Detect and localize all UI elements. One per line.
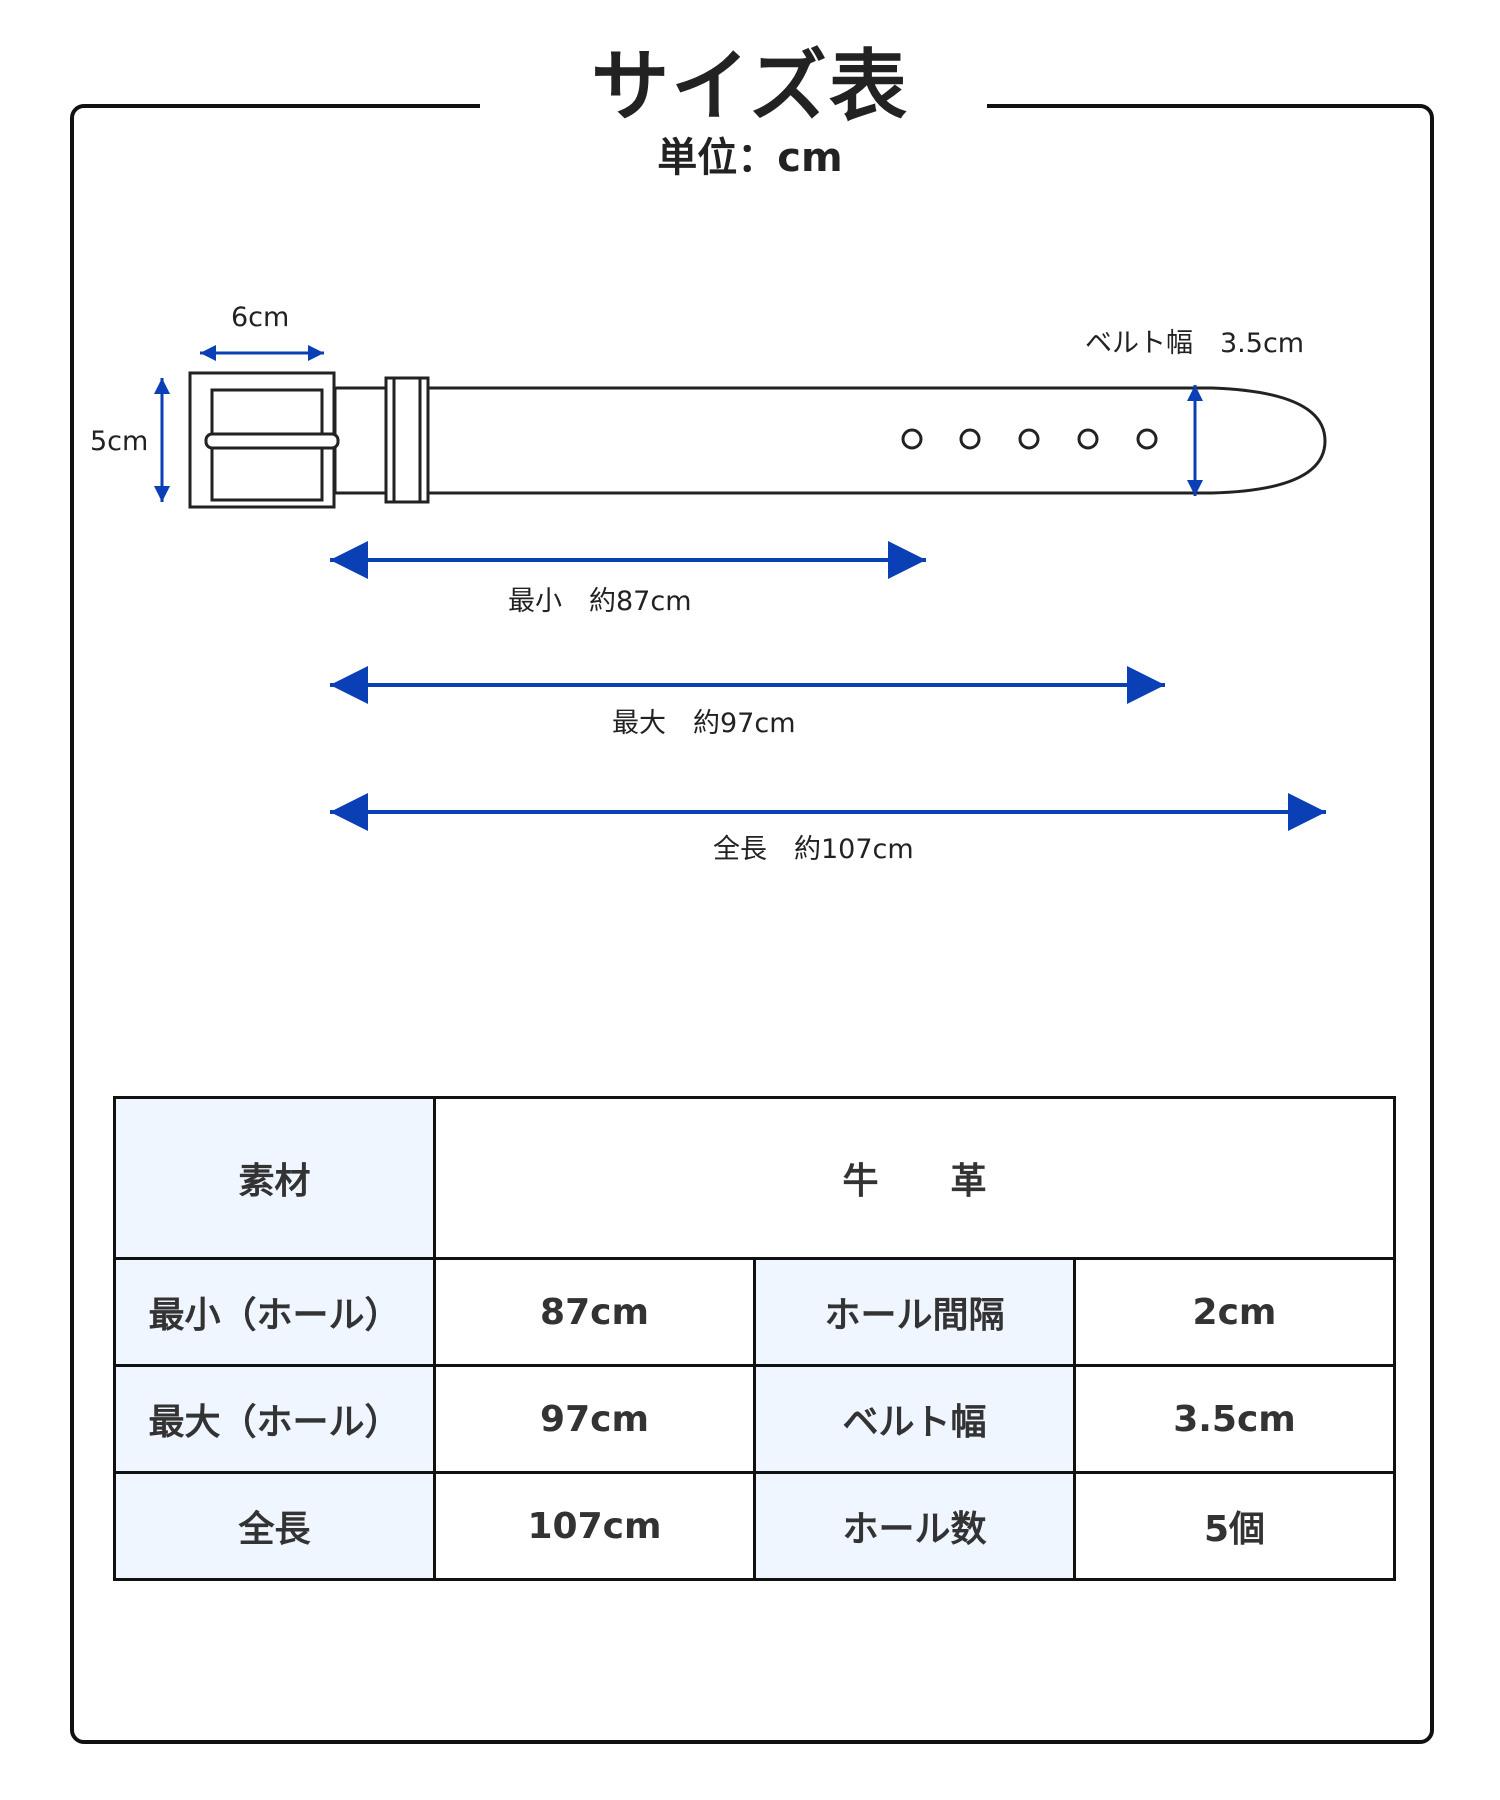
page-title: サイズ表 [591,42,909,132]
hole [1077,428,1099,450]
belt-diagram [154,345,1327,831]
belt-width-label: ベルト幅 3.5cm [1085,328,1305,359]
hole-count-label: ホール数 [753,1471,1076,1581]
title-gap [480,96,987,120]
buckle [188,371,340,509]
hole [1018,428,1040,450]
hole-spacing-label: ホール間隔 [753,1257,1076,1367]
hole [1136,428,1158,450]
table-row: 全長 107cm ホール数 5個 [113,1471,1397,1581]
material-value: 牛 革 [432,1096,1397,1260]
hole [959,428,981,450]
table-row: 素材 牛 革 [113,1096,1397,1260]
spec-table: 素材 牛 革 最小（ホール） 87cm ホール間隔 2cm 最大（ホール） 97… [113,1096,1397,1581]
total-length-cell-value: 107cm [433,1471,756,1581]
total-length-label: 全長 約107cm [713,834,914,865]
max-hole-label: 最大（ホール） [113,1364,436,1474]
min-length-label: 最小 約87cm [508,586,692,617]
table-row: 最小（ホール） 87cm ホール間隔 2cm [113,1257,1397,1367]
max-hole-value: 97cm [433,1364,756,1474]
hole-count-value: 5個 [1072,1471,1397,1581]
belt-width-cell-value: 3.5cm [1072,1364,1397,1474]
hole-spacing-value: 2cm [1072,1257,1397,1367]
max-length-label: 最大 約97cm [612,708,796,739]
unit-label: 単位：cm [657,135,843,181]
belt-strap [333,386,1327,495]
min-hole-value: 87cm [433,1257,756,1367]
buckle-height-label: 5cm [90,426,149,457]
material-label: 素材 [113,1096,436,1260]
total-length-cell-label: 全長 [113,1471,436,1581]
buckle-width-label: 6cm [231,302,290,333]
min-hole-label: 最小（ホール） [113,1257,436,1367]
hole [901,428,923,450]
belt-width-cell-label: ベルト幅 [753,1364,1076,1474]
table-row: 最大（ホール） 97cm ベルト幅 3.5cm [113,1364,1397,1474]
belt-loop [384,376,430,504]
belt-holes [901,428,1158,450]
